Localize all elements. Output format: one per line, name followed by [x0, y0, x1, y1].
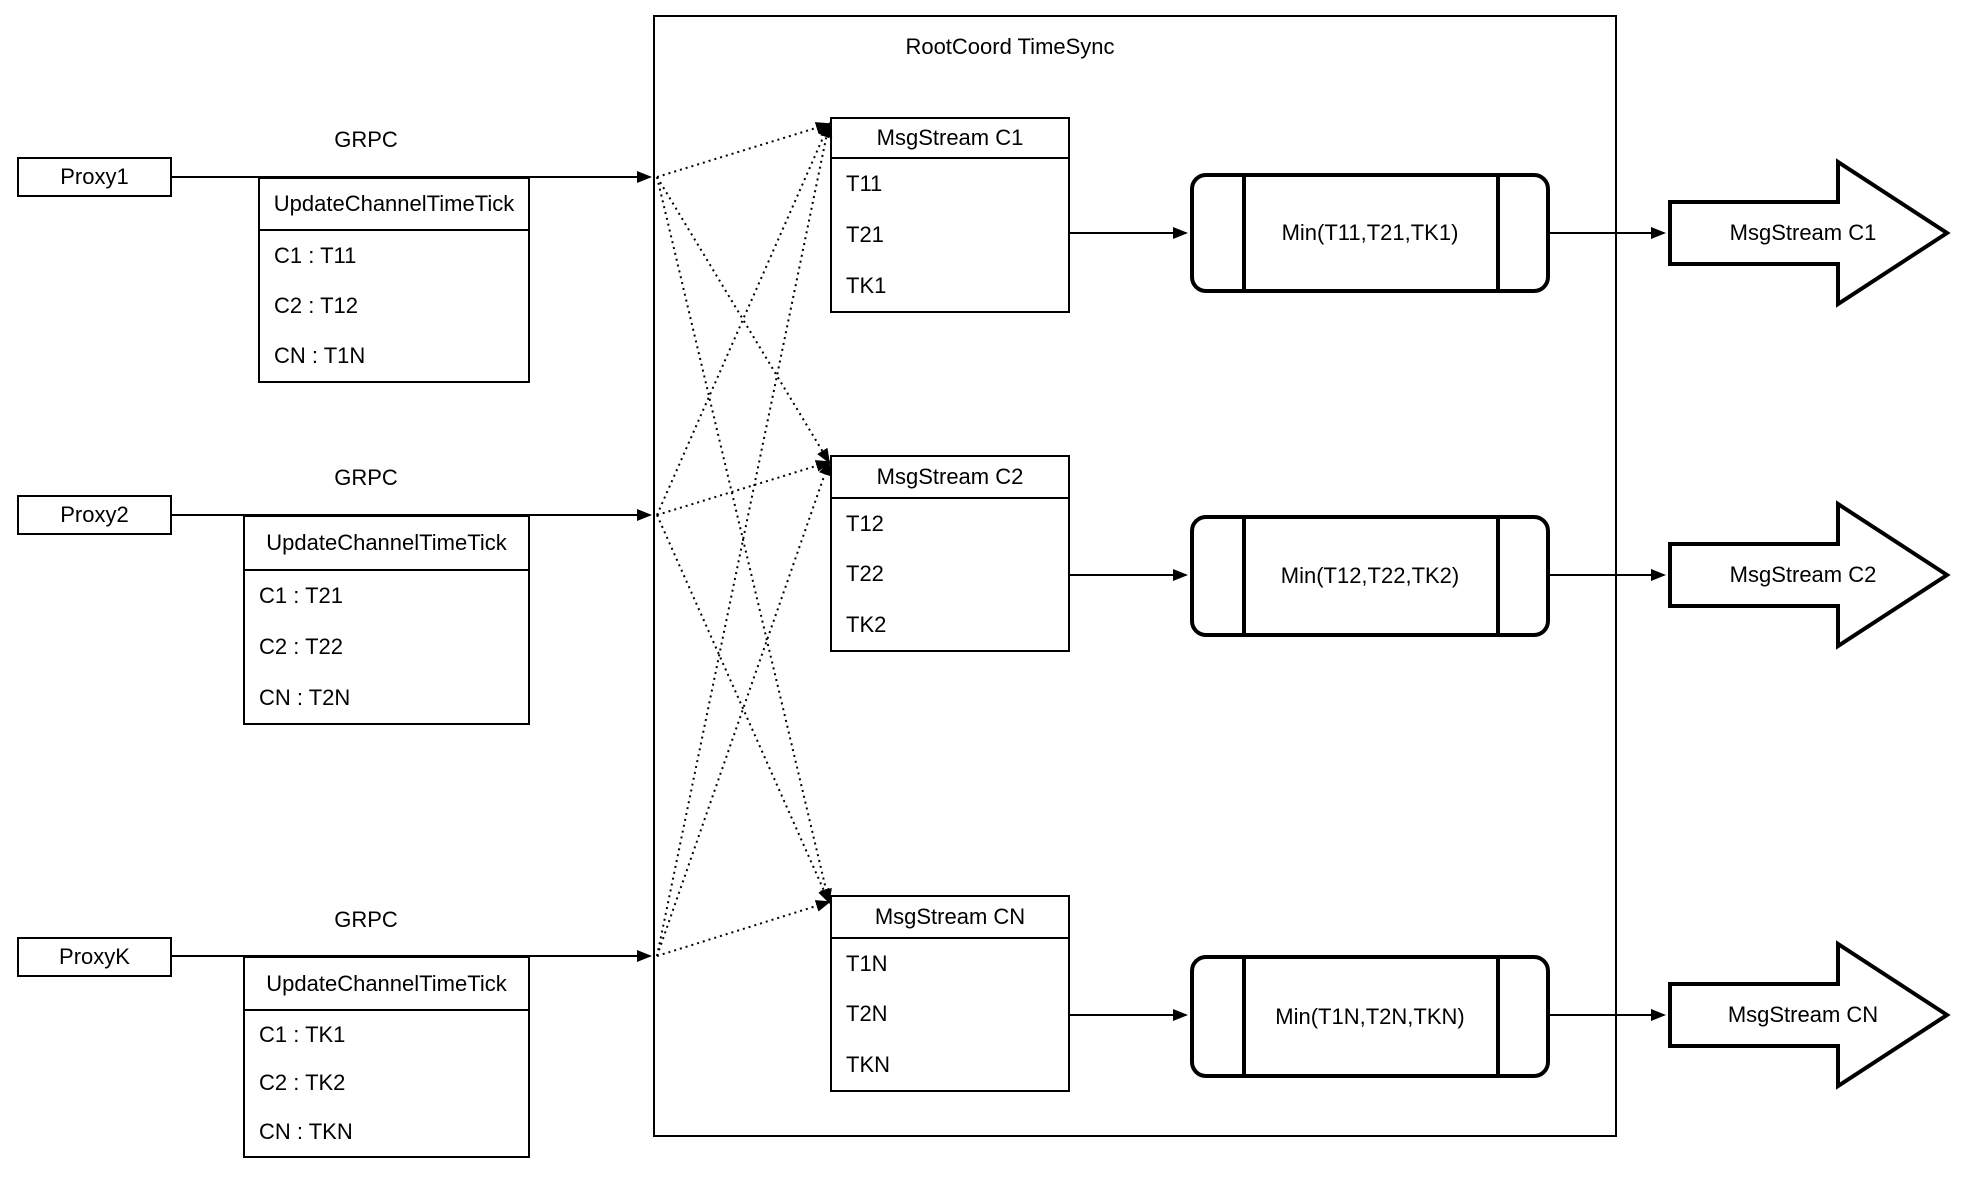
grpc-label: GRPC — [334, 907, 398, 932]
table-row: T11 — [846, 171, 883, 197]
grpc-label: GRPC — [334, 127, 398, 152]
table-row: T12 — [846, 511, 884, 537]
table-header: UpdateChannelTimeTick — [245, 958, 528, 1011]
table-row: CN : T2N — [259, 684, 351, 710]
table-row: C2 : T12 — [274, 293, 358, 318]
update-timetick-table: UpdateChannelTimeTick C1 : T21 C2 : T22 … — [243, 515, 530, 725]
table-row: C2 : TK2 — [259, 1070, 346, 1096]
rootcoord-title: RootCoord TimeSync — [905, 34, 1115, 59]
process-bar-left — [1242, 959, 1246, 1074]
update-timetick-table: UpdateChannelTimeTick C1 : T11 C2 : T12 … — [258, 177, 530, 383]
process-bar-right — [1496, 519, 1500, 633]
table-row: TK1 — [846, 272, 887, 298]
msgstream-table: MsgStream CN T1N T2N TKN — [830, 895, 1070, 1092]
table-header: MsgStream CN — [832, 897, 1068, 939]
grpc-label: GRPC — [334, 465, 398, 490]
min-process-box: Min(T1N,T2N,TKN) — [1190, 955, 1550, 1078]
table-row: C1 : TK1 — [259, 1022, 346, 1048]
process-bar-right — [1496, 177, 1500, 289]
output-arrow-label: MsgStream CN — [1727, 1002, 1879, 1027]
min-label: Min(T12,T22,TK2) — [1280, 563, 1460, 588]
table-row: C1 : T21 — [259, 583, 343, 609]
min-process-box: Min(T11,T21,TK1) — [1190, 173, 1550, 293]
min-label: Min(T1N,T2N,TKN) — [1275, 1003, 1465, 1029]
min-process-box: Min(T12,T22,TK2) — [1190, 515, 1550, 637]
proxy-box: Proxy1 — [17, 157, 172, 197]
proxy-label: Proxy1 — [60, 164, 129, 189]
table-row: C1 : T11 — [274, 243, 357, 268]
table-body: T1N T2N TKN — [832, 939, 1068, 1090]
table-row: T2N — [846, 1001, 888, 1027]
table-body: T12 T22 TK2 — [832, 499, 1068, 650]
proxy-box: Proxy2 — [17, 495, 172, 535]
table-row: C2 : T22 — [259, 633, 343, 659]
table-body: C1 : TK1 C2 : TK2 CN : TKN — [245, 1011, 528, 1156]
process-bar-left — [1242, 519, 1246, 633]
proxy-box: ProxyK — [17, 937, 172, 977]
update-timetick-table: UpdateChannelTimeTick C1 : TK1 C2 : TK2 … — [243, 956, 530, 1158]
output-arrow-label: MsgStream C2 — [1729, 562, 1877, 587]
table-body: T11 T21 TK1 — [832, 159, 1068, 311]
proxy-label: Proxy2 — [60, 502, 129, 527]
table-row: CN : T1N — [274, 343, 366, 368]
msgstream-table: MsgStream C1 T11 T21 TK1 — [830, 117, 1070, 313]
output-arrow-label: MsgStream C1 — [1729, 220, 1877, 245]
table-row: TKN — [846, 1051, 890, 1077]
min-label: Min(T11,T21,TK1) — [1281, 220, 1459, 245]
output-block-arrows — [1668, 158, 1951, 1090]
table-header: MsgStream C2 — [832, 457, 1068, 499]
table-row: T1N — [846, 951, 888, 977]
msgstream-table: MsgStream C2 T12 T22 TK2 — [830, 455, 1070, 652]
table-header: UpdateChannelTimeTick — [260, 179, 528, 231]
table-header: MsgStream C1 — [832, 119, 1068, 159]
table-body: C1 : T21 C2 : T22 CN : T2N — [245, 571, 528, 723]
proxy-label: ProxyK — [59, 944, 130, 969]
table-row: T22 — [846, 561, 884, 587]
process-bar-left — [1242, 177, 1246, 289]
process-bar-right — [1496, 959, 1500, 1074]
table-row: CN : TKN — [259, 1118, 353, 1144]
table-row: TK2 — [846, 611, 887, 637]
table-row: T21 — [846, 221, 884, 247]
table-body: C1 : T11 C2 : T12 CN : T1N — [260, 231, 528, 381]
table-header: UpdateChannelTimeTick — [245, 517, 528, 571]
